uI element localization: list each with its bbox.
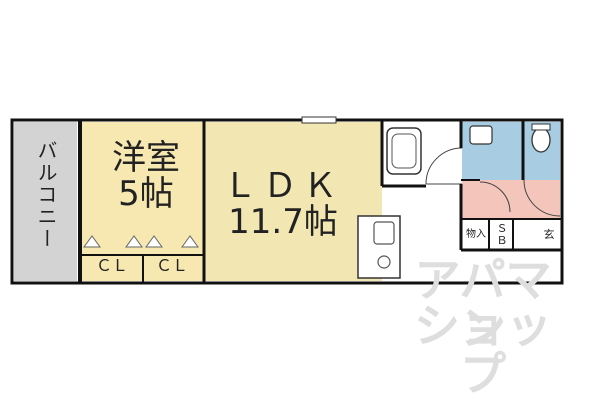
watermark-line-2: ショップ bbox=[414, 299, 552, 401]
shoe-box-area bbox=[490, 220, 512, 250]
watermark-line-1: アパマン bbox=[414, 253, 552, 355]
entrance-area bbox=[514, 220, 560, 250]
ldk-label: ＬＤＫ bbox=[223, 166, 343, 206]
ldk-size: 11.7帖 bbox=[228, 202, 338, 242]
storage-label: 物入 bbox=[466, 229, 486, 240]
western-room-label: 洋室 bbox=[112, 138, 180, 178]
washbasin bbox=[469, 125, 493, 145]
stove-burner bbox=[377, 255, 391, 269]
door-swing bbox=[425, 147, 463, 185]
storage-area bbox=[462, 220, 488, 250]
walls bbox=[10, 118, 564, 285]
closet-hanger-mark bbox=[83, 235, 101, 248]
bathtub bbox=[386, 127, 422, 175]
closet-area-2 bbox=[144, 255, 204, 281]
window bbox=[301, 116, 337, 124]
closet-label-1: ＣＬ bbox=[95, 256, 128, 275]
western-room-area bbox=[82, 122, 204, 255]
entrance-label: 玄 bbox=[543, 228, 555, 241]
ldk-area bbox=[204, 122, 382, 281]
toilet-bowl bbox=[531, 127, 551, 153]
shoe-box-label: ＳＢ bbox=[496, 222, 508, 247]
balcony-label: バルコニー bbox=[34, 140, 58, 250]
balcony-area bbox=[14, 122, 77, 281]
hallway-area bbox=[462, 180, 560, 220]
western-room-size: 5帖 bbox=[118, 174, 174, 214]
closet-label-2: ＣＬ bbox=[155, 256, 188, 275]
kitchen-sink bbox=[373, 221, 395, 245]
closet-area-1 bbox=[82, 255, 142, 281]
